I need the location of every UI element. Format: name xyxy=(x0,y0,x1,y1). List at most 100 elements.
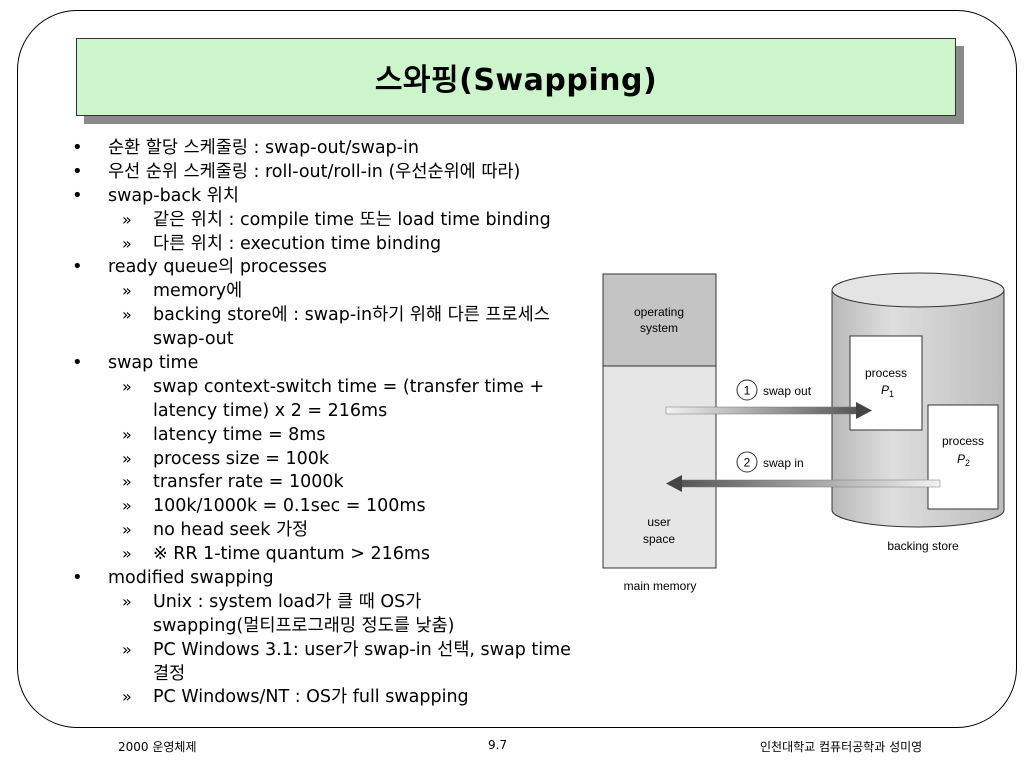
outline-continuation: 결정 xyxy=(62,662,602,686)
sub-bullet-marker: » xyxy=(122,496,132,516)
bullet-marker: • xyxy=(72,256,83,278)
p1-label: process xyxy=(865,366,907,380)
sub-bullet-item: » backing store에 : swap-in하기 위해 다른 프로세스 xyxy=(62,303,602,327)
outline-text: process size = 100k xyxy=(153,448,330,469)
sub-bullet-item: »Unix : system load가 클 때 OS가 xyxy=(62,590,602,614)
os-label-2: system xyxy=(640,321,678,335)
os-label-1: operating xyxy=(634,305,684,319)
bullet-item: • swap-back 위치 xyxy=(62,184,602,208)
sub-bullet-item: » ※ RR 1-time quantum > 216ms xyxy=(62,542,602,566)
outline-text: latency time) x 2 = 216ms xyxy=(153,400,388,421)
swap-out-arrow-head xyxy=(856,402,872,419)
outline-text: swap context-switch time = (transfer tim… xyxy=(153,376,545,397)
sub-bullet-item: » no head seek 가정 xyxy=(62,518,602,542)
p2-label: process xyxy=(942,434,984,448)
bullet-marker: • xyxy=(72,160,83,182)
outline-text: Unix : system load가 클 때 OS가 xyxy=(153,591,422,612)
outline-text: backing store에 : swap-in하기 위해 다른 프로세스 xyxy=(153,305,550,326)
outline-text: swapping(멀티프로그래밍 정도를 낮춤) xyxy=(153,615,455,636)
user-label-1: user xyxy=(647,515,670,529)
sub-bullet-item: » 같은 위치 : compile time 또는 load time bindi… xyxy=(62,208,602,232)
sub-bullet-marker: » xyxy=(122,639,132,659)
sub-bullet-marker: » xyxy=(122,209,132,229)
bullet-item: • 순환 할당 스케줄링 : swap-out/swap-in xyxy=(62,136,602,160)
outline-text: memory에 xyxy=(153,281,243,302)
user-label-2: space xyxy=(643,532,675,546)
outline-text: swap-back 위치 xyxy=(108,185,239,206)
swap-out-label: swap out xyxy=(763,384,812,398)
outline-text: 결정 xyxy=(153,663,186,684)
sub-bullet-marker: » xyxy=(122,424,132,444)
bullet-item: • 우선 순위 스케줄링 : roll-out/roll-in (우선순위에 따라… xyxy=(62,160,602,184)
sub-bullet-marker: » xyxy=(122,448,132,468)
swap-out-arrow-shaft xyxy=(665,406,859,415)
outline-continuation: swapping(멀티프로그래밍 정도를 낮춤) xyxy=(62,614,602,638)
footer-course: 2000 운영체제 xyxy=(118,740,197,754)
outline-text: 100k/1000k = 0.1sec = 100ms xyxy=(153,496,426,517)
sub-bullet-item: » memory에 xyxy=(62,279,602,303)
footer-page-number: 9.7 xyxy=(488,738,508,752)
outline-continuation: swap-out xyxy=(62,327,602,351)
p2-sub: 2 xyxy=(965,458,970,468)
outline-text: 우선 순위 스케줄링 : roll-out/roll-in (우선순위에 따라) xyxy=(108,161,521,182)
swapping-diagram: operating system user space main memory … xyxy=(598,270,1010,600)
sub-bullet-marker: » xyxy=(122,305,132,325)
outline-text: PC Windows/NT : OS가 full swapping xyxy=(153,687,469,708)
swap-in-arrow-head xyxy=(666,475,682,492)
sub-bullet-marker: » xyxy=(122,472,132,492)
p1-name: P xyxy=(881,383,889,397)
outline-text: ready queue의 processes xyxy=(108,257,327,278)
main-memory-label: main memory xyxy=(624,579,697,593)
bullet-marker: • xyxy=(72,137,83,158)
sub-bullet-marker: » xyxy=(122,281,132,301)
bullet-item: • ready queue의 processes xyxy=(62,255,602,279)
footer-author: 인천대학교 컴퓨터공학과 성미영 xyxy=(760,740,923,754)
sub-bullet-item: » PC Windows/NT : OS가 full swapping xyxy=(62,685,602,709)
outline-text: swap time xyxy=(108,353,199,374)
p1-sub: 1 xyxy=(889,389,894,399)
sub-bullet-item: » process size = 100k xyxy=(62,447,602,471)
sub-bullet-item: » swap context-switch time = (transfer ti… xyxy=(62,375,602,399)
outline-text: 순환 할당 스케줄링 : swap-out/swap-in xyxy=(108,138,419,158)
process-p2-box xyxy=(927,404,999,510)
cylinder-top xyxy=(831,272,1005,308)
slide-frame xyxy=(17,10,1017,728)
sub-bullet-marker: » xyxy=(122,376,132,396)
outline-continuation: latency time) x 2 = 216ms xyxy=(62,399,602,423)
sub-bullet-marker: » xyxy=(122,520,132,540)
slide-title: 스와핑(Swapping) xyxy=(374,63,658,98)
backing-store-label: backing store xyxy=(887,539,959,553)
sub-bullet-marker: » xyxy=(122,687,132,707)
outline-text: modified swapping xyxy=(108,568,274,589)
bullet-item: • swap time xyxy=(62,351,602,375)
swap-in-number-circle xyxy=(736,451,758,473)
sub-bullet-marker: » xyxy=(122,544,132,564)
sub-bullet-item: » 100k/1000k = 0.1sec = 100ms xyxy=(62,494,602,518)
bullet-item: • modified swapping xyxy=(62,566,602,590)
outline-text: no head seek 가정 xyxy=(153,520,309,541)
sub-bullet-marker: » xyxy=(122,233,132,253)
swap-in-arrow-shaft xyxy=(679,479,941,488)
outline-text: latency time = 8ms xyxy=(153,424,326,445)
outline-text: swap-out xyxy=(153,329,234,350)
bullet-marker: • xyxy=(72,352,83,374)
sub-bullet-item: » 다른 위치 : execution time binding xyxy=(62,232,602,256)
bullet-marker: • xyxy=(72,567,83,589)
outline-text: 다른 위치 : execution time binding xyxy=(153,233,442,254)
os-region xyxy=(602,273,717,367)
swap-out-number: 1 xyxy=(744,384,751,398)
sub-bullet-item: » transfer rate = 1000k xyxy=(62,470,602,494)
outline-text: ※ RR 1-time quantum > 216ms xyxy=(153,544,431,565)
swap-in-number: 2 xyxy=(744,456,751,470)
outline-list: • 순환 할당 스케줄링 : swap-out/swap-in • 우선 순위 스케줄… xyxy=(62,136,602,709)
sub-bullet-item: » PC Windows 3.1: user가 swap-in 선택, swap … xyxy=(62,638,602,662)
outline-text: transfer rate = 1000k xyxy=(153,472,344,493)
sub-bullet-item: » latency time = 8ms xyxy=(62,423,602,447)
swap-in-label: swap in xyxy=(763,456,804,470)
outline-text: PC Windows 3.1: user가 swap-in 선택, swap t… xyxy=(153,639,571,660)
outline-text: 같은 위치 : compile time 또는 load time bindin… xyxy=(153,209,551,230)
title-box: 스와핑(Swapping) xyxy=(76,38,956,116)
bullet-marker: • xyxy=(72,184,83,206)
swap-out-number-circle xyxy=(736,379,758,401)
p2-name: P xyxy=(957,452,965,466)
